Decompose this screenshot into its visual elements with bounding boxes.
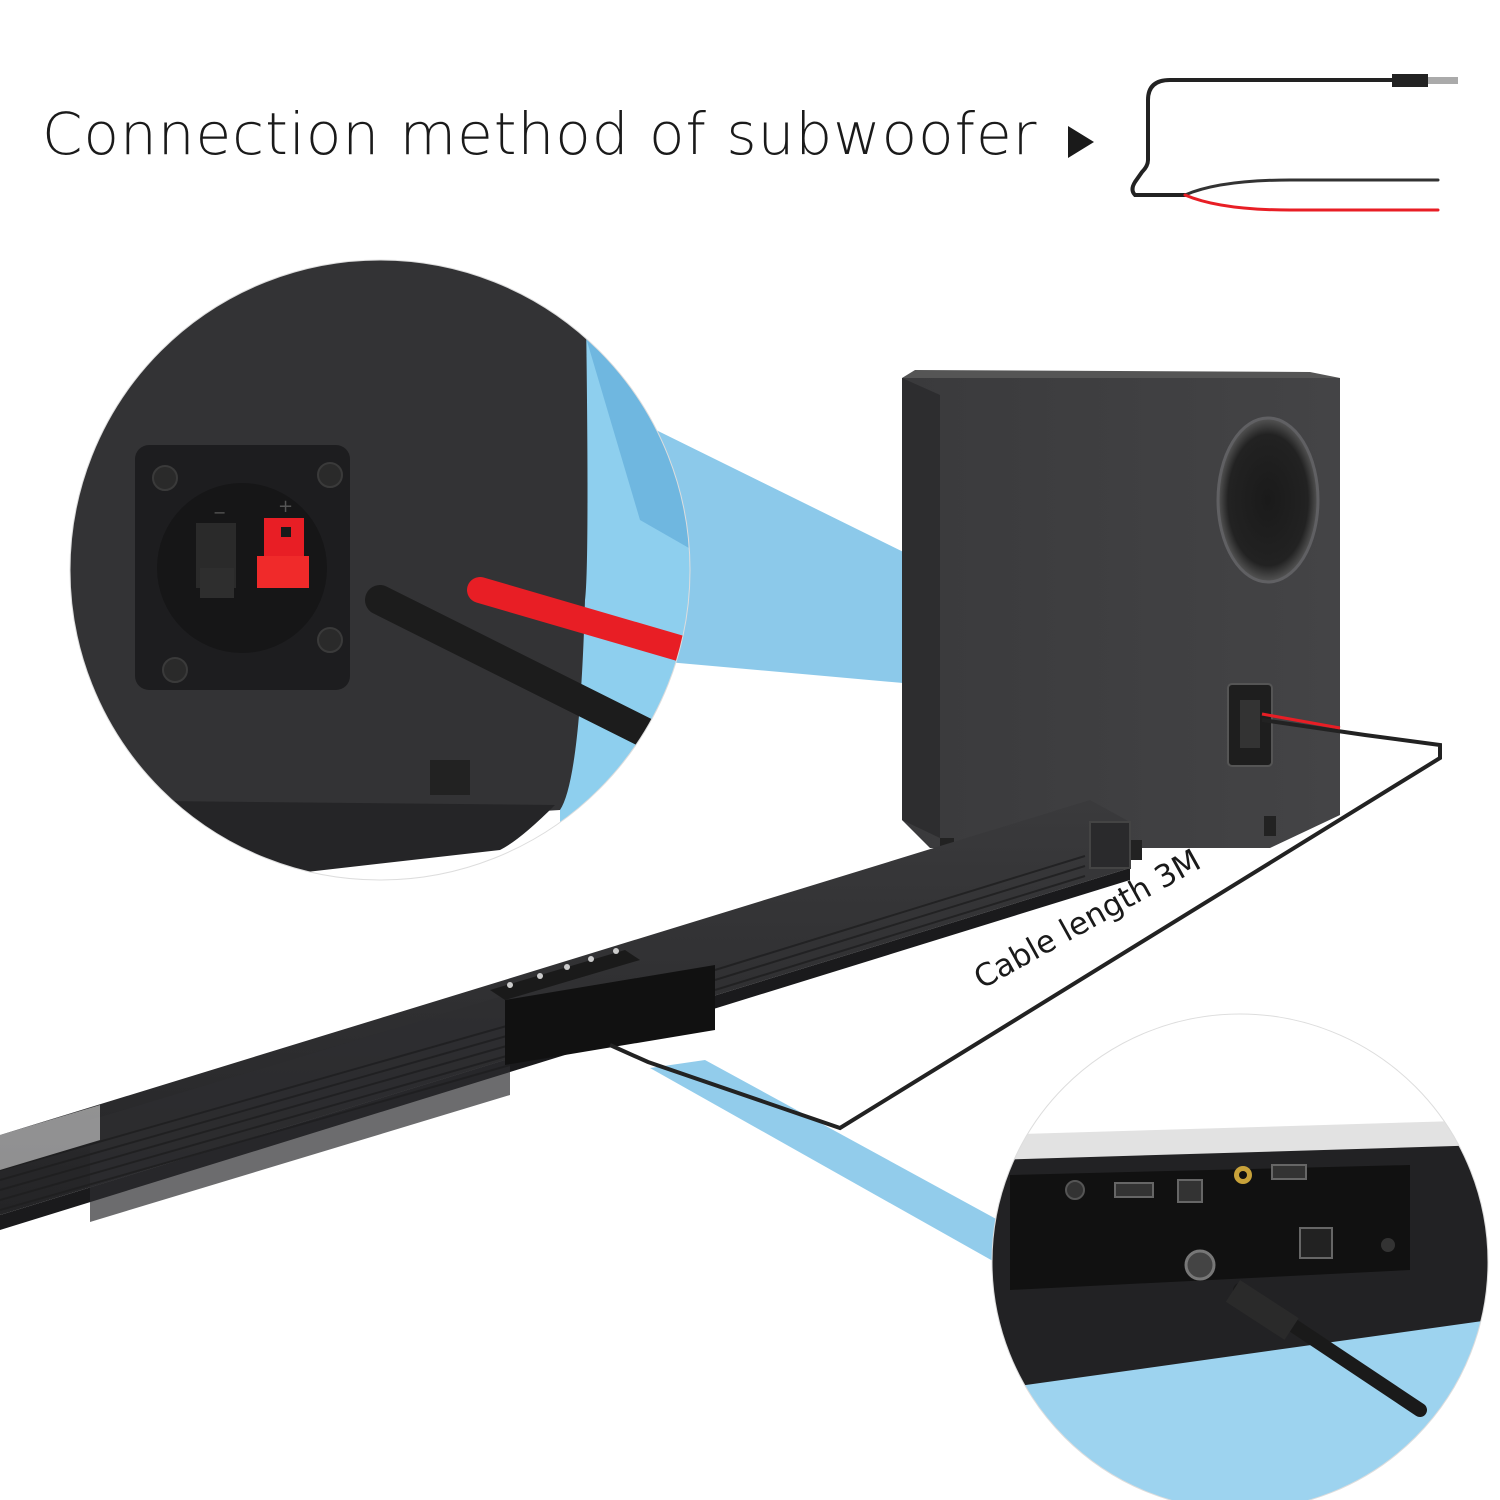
terminal-plus-mark: +: [278, 496, 293, 517]
terminal-minus-mark: −: [213, 503, 226, 522]
zoom-circle-port: [992, 1014, 1488, 1500]
soundbar: [0, 800, 1131, 1230]
cable-diagram: [1130, 74, 1458, 212]
subwoofer: [902, 370, 1340, 860]
headline: Connection method of subwoofer: [42, 100, 1038, 168]
zoom-circle-terminal: − +: [70, 260, 690, 880]
callout-beam-right: [650, 1060, 1075, 1265]
play-arrow-icon: [1068, 126, 1094, 158]
subwoofer-cable: [609, 718, 1442, 1131]
